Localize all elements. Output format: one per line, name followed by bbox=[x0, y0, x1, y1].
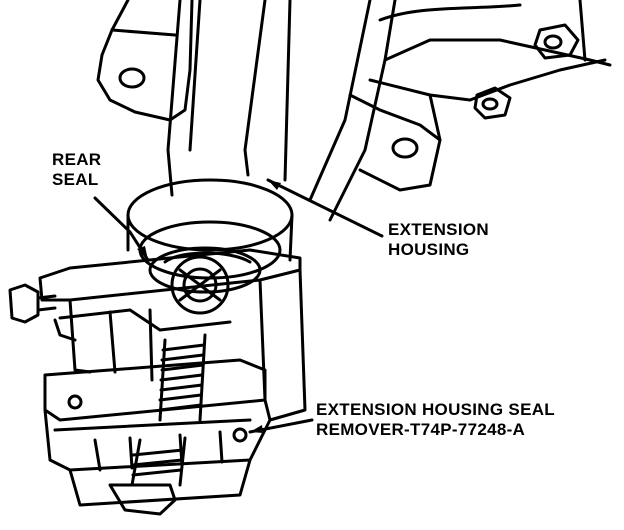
extension-housing-label: EXTENSION HOUSING bbox=[388, 220, 489, 260]
rear-seal-collar bbox=[126, 178, 294, 315]
seal-remover-tool bbox=[8, 248, 307, 516]
seal-remover-label: EXTENSION HOUSING SEAL REMOVER-T74P-7724… bbox=[316, 400, 555, 440]
extension-housing-label-line2: HOUSING bbox=[388, 240, 470, 259]
left-mount-bracket bbox=[96, 0, 194, 122]
seal-remover-label-line1: EXTENSION HOUSING SEAL bbox=[316, 400, 555, 419]
extension-housing-label-line1: EXTENSION bbox=[388, 220, 489, 239]
rear-seal-label: REAR SEAL bbox=[52, 150, 101, 190]
rear-seal-label-line1: REAR bbox=[52, 150, 102, 169]
extension-housing-tube bbox=[166, 0, 397, 222]
leader-lines bbox=[93, 178, 384, 434]
rear-seal-label-line2: SEAL bbox=[52, 170, 99, 189]
right-mount-bracket bbox=[348, 0, 612, 192]
seal-remover-label-line2: REMOVER-T74P-77248-A bbox=[316, 420, 526, 439]
